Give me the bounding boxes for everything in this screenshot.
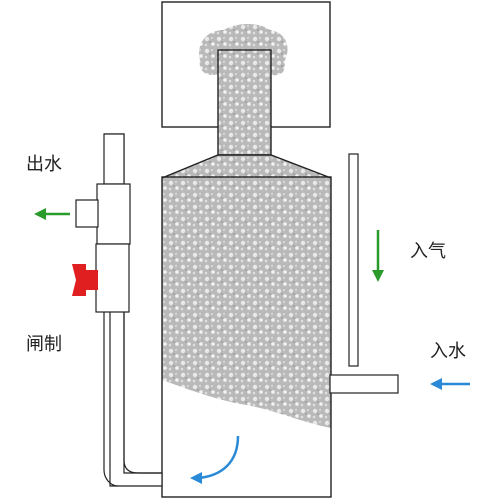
water-outlet-label: 出水 — [26, 154, 62, 175]
tee-side-outlet — [75, 199, 99, 228]
water-inlet-pipe — [329, 374, 399, 394]
chamber-cone-outline — [161, 154, 332, 179]
outlet-pipe-bend — [103, 312, 119, 487]
air-inlet-label: 入气 — [410, 241, 446, 262]
valve-label: 闸制 — [26, 334, 62, 355]
water-inlet-label: 入水 — [430, 341, 466, 362]
air-intake-tube — [348, 153, 359, 367]
outlet-pipe-top — [103, 133, 125, 185]
water-outflow-arrow-icon — [34, 208, 70, 220]
foam-neck — [217, 49, 272, 156]
foam-column — [162, 155, 331, 428]
outlet-pipe-inner — [123, 312, 162, 474]
valve-body — [95, 243, 130, 313]
water-inflow-arrow-icon — [430, 378, 470, 390]
reaction-chamber — [161, 176, 332, 498]
circulation-arrow-icon — [190, 435, 240, 484]
tee-fitting — [96, 183, 131, 245]
air-inflow-arrow-icon — [372, 230, 384, 282]
valve-handle-icon[interactable] — [72, 264, 98, 296]
